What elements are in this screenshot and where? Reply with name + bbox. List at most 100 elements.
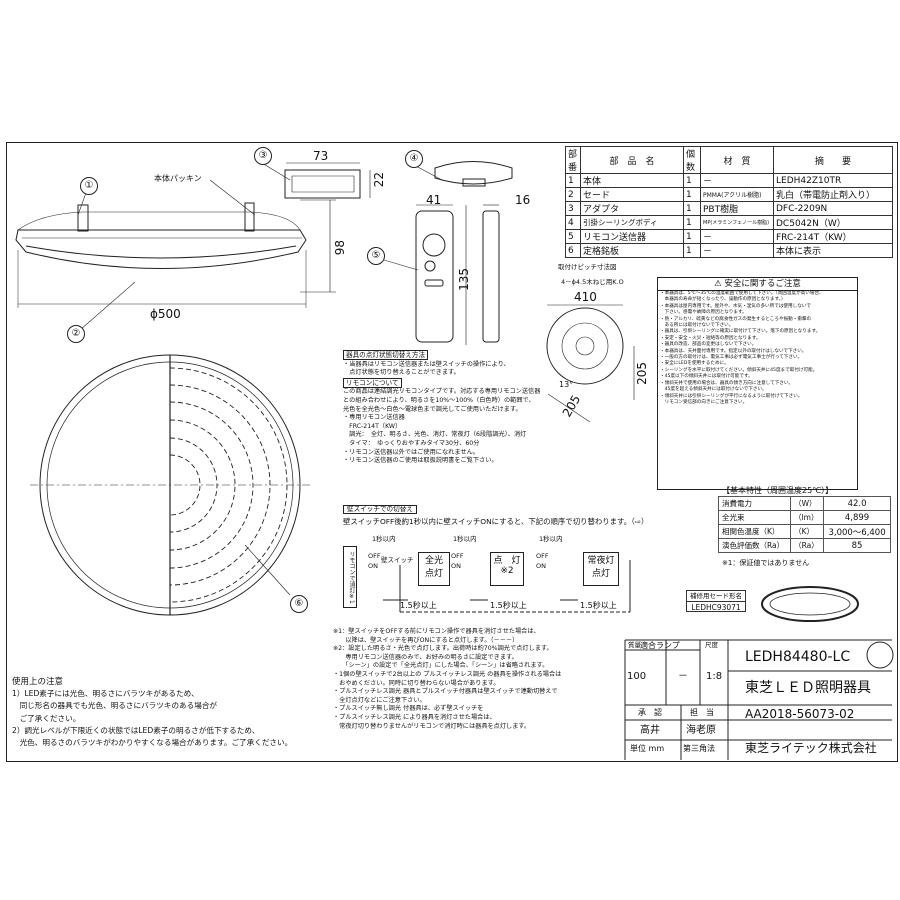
col-header: 材 質 bbox=[700, 146, 774, 174]
safety-title: ⚠ 安全に関するご注意 bbox=[658, 278, 857, 291]
cell: 演色評価数（Ra） bbox=[717, 538, 792, 553]
parts-header: 部番 部 品 名 個数 材 質 摘 要 bbox=[565, 146, 893, 174]
callout-2: ② bbox=[67, 325, 85, 343]
switch-desc: 壁スイッチOFF後約1秒以内に壁スイッチONにすると、下記の順序で切り替わります… bbox=[343, 517, 649, 526]
approver-name: 高井 bbox=[640, 725, 660, 736]
col-header: 部 品 名 bbox=[580, 146, 684, 174]
table-row: 6 定格銘板 1 － 本体に表示 bbox=[565, 243, 893, 258]
cell: 定格銘板 bbox=[580, 243, 684, 258]
notes-line: FRC-214T（KW） bbox=[343, 422, 402, 430]
cell: 4,899 bbox=[823, 510, 891, 525]
notes-line: ・リモコン送信器のご使用は取扱説明書をご覧下さい。 bbox=[343, 457, 498, 465]
within-label: 1秒以内 bbox=[453, 535, 477, 543]
flow-on: 点 灯 ※2 bbox=[490, 552, 524, 586]
cell: 1 bbox=[683, 173, 701, 188]
safety-notice: ⚠ 安全に関するご注意 ・本器具は、5℃～35℃の温度範囲で使用して下さい。（周… bbox=[657, 277, 858, 490]
flow-remote-off: リモコンで消灯※1 bbox=[343, 546, 357, 608]
doc-number: AA2018-56073-02 bbox=[745, 707, 855, 721]
table-row: 全光束 （lm） 4,899 bbox=[717, 510, 891, 525]
safety-line: ・傾斜天井で使用の場合は、器具の傾き方向に注意して下さい。 bbox=[660, 380, 794, 386]
flow-label: ※2 bbox=[500, 566, 514, 576]
dim-mount-height: 205 bbox=[635, 362, 649, 385]
flow-label: 点灯 bbox=[591, 569, 610, 579]
cell: リモコン送信器 bbox=[580, 229, 684, 244]
switch-notes: ※1：壁スイッチをOFFする前にリモコン操作で器具を消灯させた場合は、 以降は、… bbox=[333, 628, 625, 731]
usage-line: ご了承ください。 bbox=[12, 713, 81, 723]
callout-1: ① bbox=[80, 177, 98, 195]
off-label: OFF bbox=[536, 552, 549, 560]
table-row: 2 セード 1 PMMA(アクリル樹脂) 乳白（帯電防止剤入り） bbox=[565, 187, 893, 202]
cell: 1 bbox=[565, 173, 581, 188]
shade-model: LEDHC93071 bbox=[691, 603, 741, 612]
flow-label: 全光 bbox=[424, 556, 443, 566]
flow-full-on: 全光 点灯 bbox=[418, 552, 450, 586]
safety-line: ・安全にLEDを使用するために。 bbox=[660, 361, 729, 367]
note-line: 以降は、壁スイッチを再びONにすると点灯します。（－－－） bbox=[333, 636, 519, 644]
wall-switch-label: 壁スイッチ bbox=[381, 556, 414, 564]
usage-line: 1）LED素子には光色、明るさにバラツキがあるため、 bbox=[12, 689, 199, 699]
charge-label: 担 当 bbox=[690, 708, 714, 717]
notes-heading: リモコンについて bbox=[343, 377, 402, 388]
cell: MP(メラミンフェノール樹脂) bbox=[700, 215, 774, 230]
lamp-value: － bbox=[678, 671, 688, 682]
within-label: 1秒以内 bbox=[539, 535, 563, 543]
flow-label: 点 灯 bbox=[493, 556, 521, 566]
dim-adapter-depth: 16 bbox=[515, 193, 531, 207]
drawing-sheet bbox=[6, 142, 898, 762]
cell: DFC-2209N bbox=[773, 201, 893, 216]
usage-line: 同じ形名の器具でも光色、明るさにバラツキのある場合が bbox=[12, 701, 218, 711]
cell: － bbox=[700, 243, 774, 258]
cell: LEDH42Z10TR bbox=[773, 173, 893, 188]
note-line: おやめください。同時に切り替わらない場合があります。 bbox=[333, 679, 500, 687]
notes-line: ・当器具はリモコン送信器または壁スイッチの操作により、 bbox=[343, 360, 510, 368]
flow-night-light: 常夜灯 点灯 bbox=[583, 552, 619, 586]
note-line: ・プルスイッチ無し調光 付器具は、必ず壁スイッチを bbox=[333, 705, 484, 713]
switch-header: 壁スイッチでの切替え bbox=[343, 505, 417, 514]
shade-title: 補修用セード形名 bbox=[687, 591, 745, 602]
table-row: 5 リモコン送信器 1 － FRC-214T（KW） bbox=[565, 229, 893, 244]
dim-mount-angle: 13° bbox=[559, 380, 574, 389]
table-row: 演色評価数（Ra） （Ra） 85 bbox=[717, 538, 891, 553]
safety-line: ・傾斜天井には引掛シーリングが平行になるように取付けて下さい。 bbox=[660, 393, 803, 399]
notes-line: ・専用リモコン送信器 bbox=[343, 414, 405, 422]
col-header: 摘 要 bbox=[773, 146, 893, 174]
on-label: ON bbox=[451, 562, 461, 570]
shade-box: 補修用セード形名 LEDHC93071 bbox=[686, 590, 746, 612]
safety-line: リモコン受信部の向きにご注意下さい。 bbox=[660, 399, 748, 405]
cell: PBT樹脂 bbox=[700, 201, 774, 216]
flow-label: 点灯 bbox=[424, 569, 443, 579]
notes-line: タイマ： ゆっくりおやすみタイマ30分、60分 bbox=[343, 439, 480, 447]
cell: （W） bbox=[790, 496, 825, 511]
safety-line: ある所には取付けないで下さい。 bbox=[660, 323, 734, 329]
dim-adapter-width: 41 bbox=[426, 193, 442, 207]
callout-3: ③ bbox=[254, 147, 272, 165]
mount-title: 取付けピッチ寸法図 bbox=[558, 263, 617, 271]
projection-label: 第三角法 bbox=[683, 744, 715, 753]
note-line: 「シーン」の設定で「全光点灯」にした場合、「シーン」は省略されます。 bbox=[333, 662, 549, 670]
table-row: 相関色温度（K） （K） 3,000～6,400 bbox=[717, 524, 891, 539]
product-name: 東芝ＬＥＤ照明器具 bbox=[745, 680, 871, 696]
cell: 5 bbox=[565, 229, 581, 244]
table-row: 1 本体 1 － LEDH42Z10TR bbox=[565, 173, 893, 188]
model-number: LEDH84480-LC bbox=[745, 649, 851, 665]
over-label: 1.5秒以上 bbox=[490, 601, 527, 610]
remote-notes: 器具の点灯状態切替え方法 ・当器具はリモコン送信器または壁スイッチの操作により、… bbox=[343, 350, 565, 466]
note-line: ・プルスイッチレス調光 器具とプルスイッチ付器具は壁スイッチで連動切替えで bbox=[333, 688, 558, 696]
cell: 2 bbox=[565, 187, 581, 202]
safety-line: ・本器具は、5℃～35℃の温度範囲で使用して下さい。（周囲温度が高い場合、 bbox=[660, 291, 824, 296]
safety-line: ・本器具は屋内専用です。屋外や、水気・湿気の多い所では使用しないで bbox=[660, 303, 811, 309]
approve-label: 承 認 bbox=[638, 708, 662, 717]
person-name: 海老原 bbox=[686, 725, 716, 736]
off-label: OFF bbox=[368, 552, 381, 560]
cell: （lm） bbox=[790, 510, 825, 525]
cell: 1 bbox=[683, 215, 701, 230]
cell: 42.0 bbox=[823, 496, 891, 511]
cell: 3,000～6,400 bbox=[823, 524, 891, 539]
unit-label: 単位 mm bbox=[630, 744, 665, 753]
cell: 1 bbox=[683, 229, 701, 244]
dim-mount-width: 410 bbox=[574, 290, 597, 304]
cell: セード bbox=[580, 187, 684, 202]
cell: DC5042N（W） bbox=[773, 215, 893, 230]
safety-line: ・一般の方の取付けは、電気工事は必ず電気工事士が行って下さい。 bbox=[660, 355, 803, 361]
cell: 1 bbox=[683, 201, 701, 216]
